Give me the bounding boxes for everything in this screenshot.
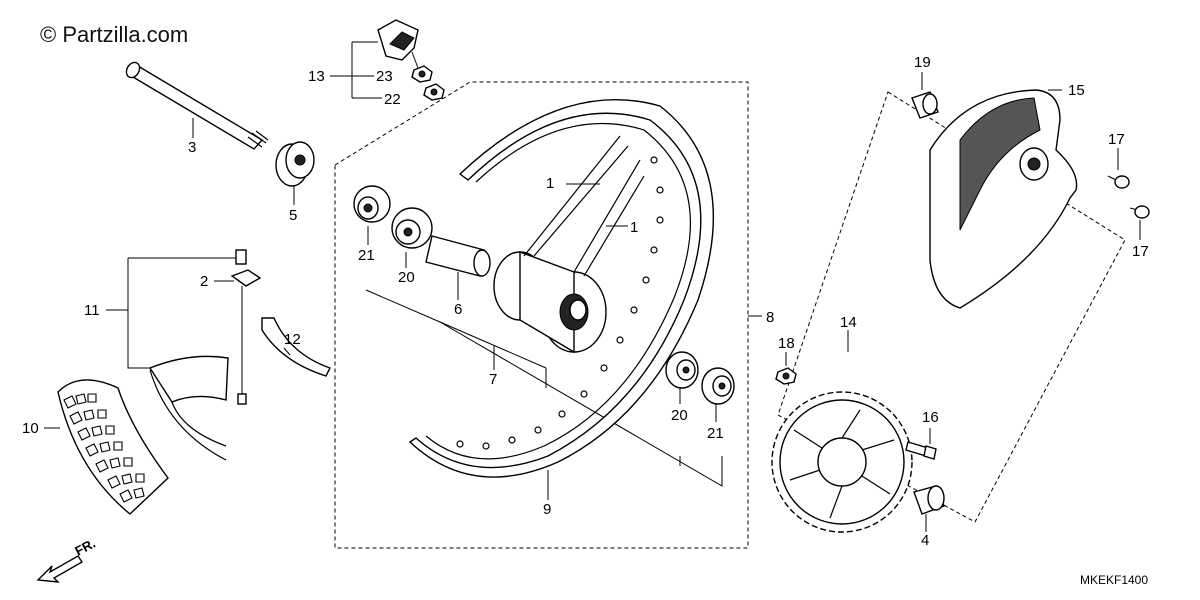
callout-8: 8	[766, 309, 774, 326]
callout-21-right: 21	[707, 425, 724, 442]
callout-17-lower: 17	[1132, 243, 1149, 260]
protector-bolt-lower	[1129, 205, 1150, 219]
disc-collar	[913, 485, 945, 515]
front-tire	[57, 379, 169, 515]
side-collar	[275, 141, 315, 187]
front-rim	[408, 99, 714, 478]
bearing-21-right	[701, 367, 735, 405]
front-direction-arrow-icon: FR.	[36, 536, 98, 583]
callout-20-left: 20	[398, 269, 415, 286]
front-hub	[493, 250, 607, 354]
front-axle	[125, 61, 269, 150]
callout-3: 3	[188, 139, 196, 156]
nut-22	[423, 83, 445, 101]
diagram-code: MKEKF1400	[1080, 573, 1148, 587]
callout-13: 13	[308, 68, 325, 85]
callout-18: 18	[778, 335, 795, 352]
callout-23: 23	[376, 68, 393, 85]
callout-22: 22	[384, 91, 401, 108]
bearing-21-left	[353, 185, 391, 223]
bearing-20-left	[391, 207, 433, 249]
callout-19: 19	[914, 54, 931, 71]
bearing-20-right	[665, 351, 699, 389]
disc-nut	[775, 367, 797, 385]
callout-15: 15	[1068, 82, 1085, 99]
callout-12: 12	[284, 331, 301, 348]
inner-tube	[148, 355, 229, 461]
wheel-assembly-boundary	[334, 81, 749, 549]
callout-16: 16	[922, 409, 939, 426]
protector-bolt-upper	[1107, 175, 1130, 189]
direction-label: FR.	[72, 536, 98, 559]
callout-7: 7	[489, 371, 497, 388]
callout-4: 4	[921, 532, 929, 549]
spokes	[523, 135, 645, 277]
callout-10: 10	[22, 420, 39, 437]
watermark-text: © Partzilla.com	[40, 22, 188, 47]
callout-1-upper: 1	[546, 175, 554, 192]
disc-bolt	[905, 441, 937, 460]
callout-14: 14	[840, 314, 857, 331]
disc-protector	[929, 89, 1078, 309]
rim-band	[261, 317, 331, 377]
callout-1-lower: 1	[630, 219, 638, 236]
callout-6: 6	[454, 301, 462, 318]
callout-20-right: 20	[671, 407, 688, 424]
callout-2: 2	[200, 273, 208, 290]
callout-5: 5	[289, 207, 297, 224]
callout-11: 11	[84, 302, 100, 319]
distance-collar	[425, 235, 491, 277]
nut-23	[411, 65, 433, 83]
callout-17-upper: 17	[1108, 131, 1125, 148]
callout-21-left: 21	[358, 247, 375, 264]
rim-lock-clamp	[377, 19, 419, 69]
callout-9: 9	[543, 501, 551, 518]
disc-group-boundary	[777, 91, 1126, 523]
brake-disc	[771, 391, 913, 533]
tube-valve	[230, 249, 262, 405]
protector-collar	[911, 91, 939, 119]
